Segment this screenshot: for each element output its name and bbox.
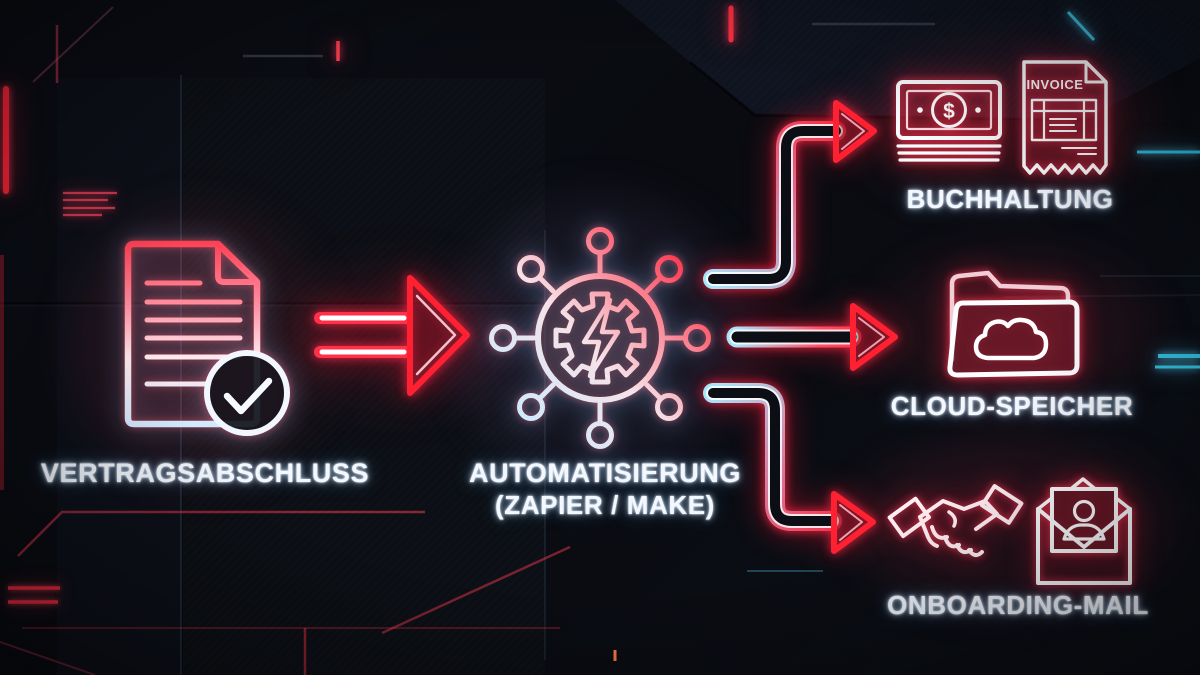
cloud-folder-icon (947, 270, 1080, 378)
neon-accents (0, 5, 1200, 661)
gear-icon (553, 291, 647, 385)
automation-gear-bolt-hub-icon (489, 227, 711, 449)
branch-arrow-top (703, 100, 877, 289)
contract-document-check-icon (124, 240, 290, 436)
cyan-diagonal-accent (1066, 10, 1096, 42)
folder-front (947, 299, 1080, 378)
lightning-bolt-icon (581, 297, 621, 379)
check-circle (204, 350, 290, 436)
onboarding-label: ONBOARDING-MAIL (887, 590, 1149, 620)
handshake-icon (887, 484, 1024, 557)
branch-arrow-middle (726, 303, 898, 371)
checkmark (223, 377, 273, 415)
welcome-envelope-icon (1036, 477, 1132, 585)
hub-label: AUTOMATISIERUNG (469, 458, 741, 488)
main-flow-arrow (314, 275, 470, 396)
cloud-icon (973, 317, 1049, 361)
cyan-lines-accent (1155, 354, 1200, 369)
source-label: VERTRAGSABSCHLUSS (40, 458, 370, 488)
accounting-label: BUCHHALTUNG (906, 184, 1114, 214)
branch-arrow-bottom (703, 383, 876, 554)
hub-spokes (489, 227, 711, 449)
hub-sublabel: (ZAPIER / MAKE) (495, 490, 715, 520)
cloud-storage-label: CLOUD-SPEICHER (890, 391, 1134, 421)
red-bar-accent (3, 86, 9, 194)
dollar-sign: $ (943, 100, 955, 123)
person-icon (1072, 499, 1096, 523)
folder-back (949, 270, 1071, 363)
invoice-label: INVOICE (1027, 77, 1084, 92)
banknote-icon: $ (896, 80, 1002, 162)
invoice-receipt-icon: INVOICE (1022, 60, 1108, 175)
